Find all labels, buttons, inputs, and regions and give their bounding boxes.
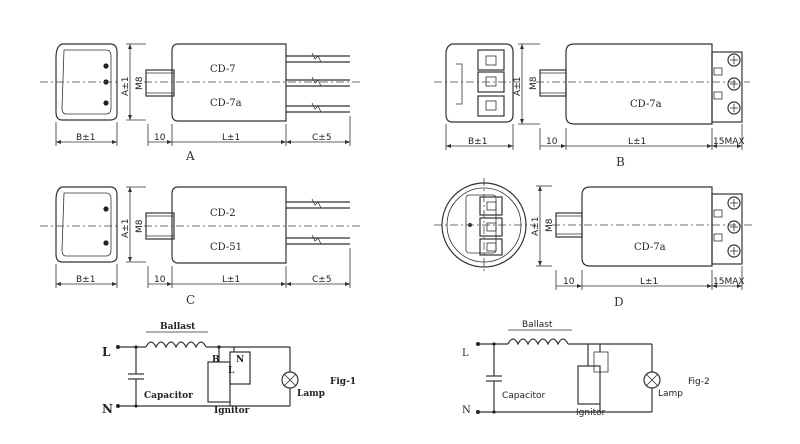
ballast-label: Ballast xyxy=(522,320,553,330)
circuit-fig-1: L N Ballast Capacitor B N L Ignitor xyxy=(102,322,356,416)
dim-ten-label: 10 xyxy=(563,277,575,287)
view-letter: A xyxy=(185,149,195,163)
dim-b-label: B±1 xyxy=(76,275,95,285)
view-d: A±1 M8 CD-7a 10 L±1 15MAX D xyxy=(434,178,752,309)
ignitor-pin-l: L xyxy=(228,366,235,376)
model-label-2: CD-51 xyxy=(210,242,242,253)
circuit-fig-2: L N Ballast Capacitor Ignitor Lamp Fig-2 xyxy=(462,320,710,418)
dim-c-label: C±5 xyxy=(312,275,332,285)
dim-a-label: A±1 xyxy=(121,219,131,238)
fig-label: Fig-2 xyxy=(688,377,710,387)
dim-ten-label: 10 xyxy=(154,133,166,143)
view-a: B±1 A±1 M8 CD-7 CD-7a 10 L±1 C±5 A xyxy=(40,43,360,163)
model-label-1: CD-7a xyxy=(634,242,666,253)
ignitor-pin-b: B xyxy=(212,355,220,365)
view-letter: D xyxy=(614,295,624,309)
neutral-terminal-label: N xyxy=(462,405,471,416)
dim-a-label: A±1 xyxy=(531,217,541,236)
lamp-label: Lamp xyxy=(297,389,325,399)
ballast-label: Ballast xyxy=(160,322,196,332)
dim-max-label: 15MAX xyxy=(713,137,745,147)
dim-a-label: A±1 xyxy=(121,77,131,96)
model-label-1: CD-2 xyxy=(210,208,236,219)
capacitor-label: Capacitor xyxy=(502,391,546,401)
view-letter: C xyxy=(186,293,195,307)
dim-c-label: C±5 xyxy=(312,133,332,143)
capacitor-label: Capacitor xyxy=(144,391,193,401)
dim-l-label: L±1 xyxy=(222,133,240,143)
model-label-1: CD-7a xyxy=(630,99,662,110)
dim-ten-label: 10 xyxy=(546,137,558,147)
line-terminal-label: L xyxy=(102,345,111,359)
dim-l-label: L±1 xyxy=(640,277,658,287)
dim-m-label: M8 xyxy=(135,219,145,233)
line-terminal-label: L xyxy=(462,348,469,359)
view-c: B±1 A±1 M8 CD-2 CD-51 10 L±1 C±5 C xyxy=(40,186,360,307)
neutral-terminal-label: N xyxy=(102,402,113,416)
view-b: B±1 A±1 M8 CD-7a 10 L±1 xyxy=(434,43,750,169)
fig-label: Fig-1 xyxy=(330,377,356,387)
dim-l-label: L±1 xyxy=(628,137,646,147)
dim-b-label: B±1 xyxy=(468,137,487,147)
lamp-label: Lamp xyxy=(658,389,683,399)
terminal-block xyxy=(711,193,743,265)
view-letter: B xyxy=(616,155,625,169)
model-label-2: CD-7a xyxy=(210,98,242,109)
dim-m-label: M8 xyxy=(545,218,555,232)
dim-max-label: 15MAX xyxy=(713,277,745,287)
ignitor-pin-n: N xyxy=(236,355,244,365)
ignitor-label: Ignitor xyxy=(214,406,250,416)
model-label-1: CD-7 xyxy=(210,64,236,75)
dim-a-label: A±1 xyxy=(513,77,523,96)
ignitor-label: Ignitor xyxy=(576,408,606,418)
dim-l-label: L±1 xyxy=(222,275,240,285)
dim-m-label: M8 xyxy=(529,76,539,90)
dim-b-label: B±1 xyxy=(76,133,95,143)
terminal-block xyxy=(711,51,743,123)
dim-ten-label: 10 xyxy=(154,275,166,285)
dim-m-label: M8 xyxy=(135,76,145,90)
